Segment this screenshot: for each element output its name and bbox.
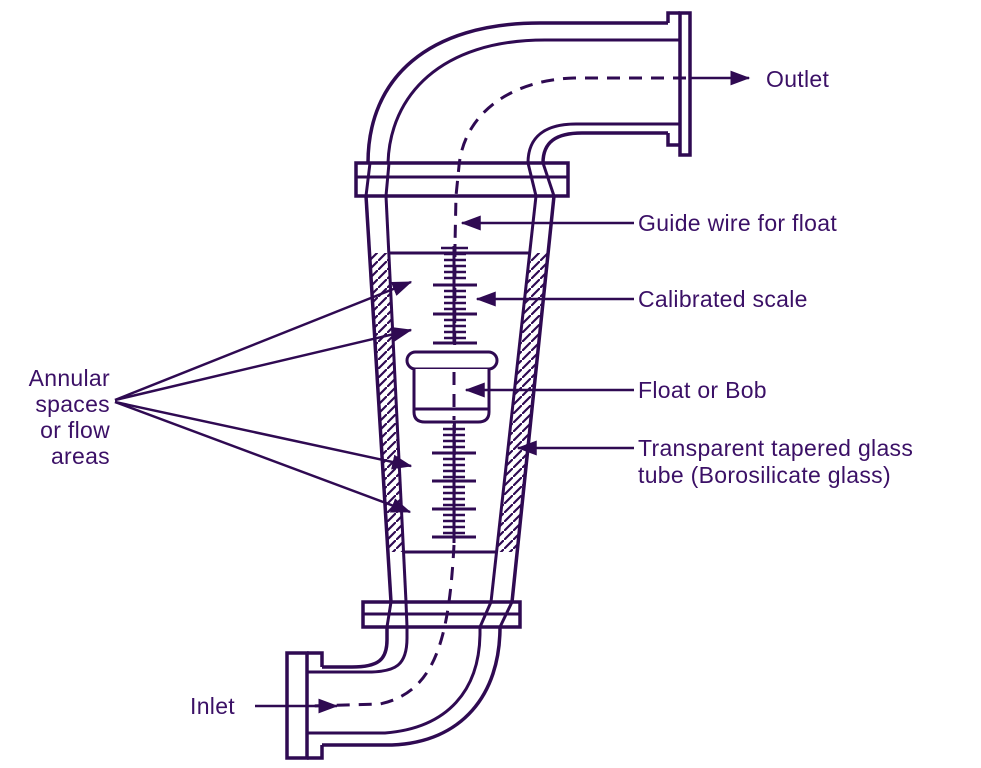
annular-label: Annular spaces or flow areas: [29, 365, 110, 469]
glass-tube-label-line1: Transparent tapered glass: [638, 435, 913, 461]
glass-tube-label-line2: tube (Borosilicate glass): [638, 462, 891, 488]
guide-wire-centerline: [308, 76, 686, 708]
tube-top-flange: [354, 161, 570, 198]
calibrated-scale-label: Calibrated scale: [638, 286, 808, 312]
annular-label-line1: Annular: [29, 365, 110, 391]
inlet-label: Inlet: [190, 693, 235, 719]
outlet-pipe: [366, 21, 680, 164]
guide-wire-label: Guide wire for float: [638, 210, 837, 236]
outlet-flange: [666, 11, 692, 157]
glass-wall-hatch-right: [497, 253, 548, 552]
float-bob-label: Float or Bob: [638, 377, 767, 403]
outlet-label: Outlet: [766, 66, 829, 92]
calibrated-scale-marks: [432, 246, 477, 539]
annular-label-line3: or flow: [40, 417, 110, 443]
float-bob: [405, 350, 499, 424]
glass-tube-label: Transparent tapered glass tube (Borosili…: [638, 435, 913, 488]
inlet-pipe: [307, 626, 502, 747]
glass-tube: [364, 195, 556, 603]
annular-label-line2: spaces: [35, 391, 110, 417]
tube-bottom-flange: [361, 600, 522, 629]
annular-label-line4: areas: [51, 443, 110, 469]
glass-wall-hatch-left: [369, 253, 403, 552]
annular-arrows: [114, 280, 413, 514]
